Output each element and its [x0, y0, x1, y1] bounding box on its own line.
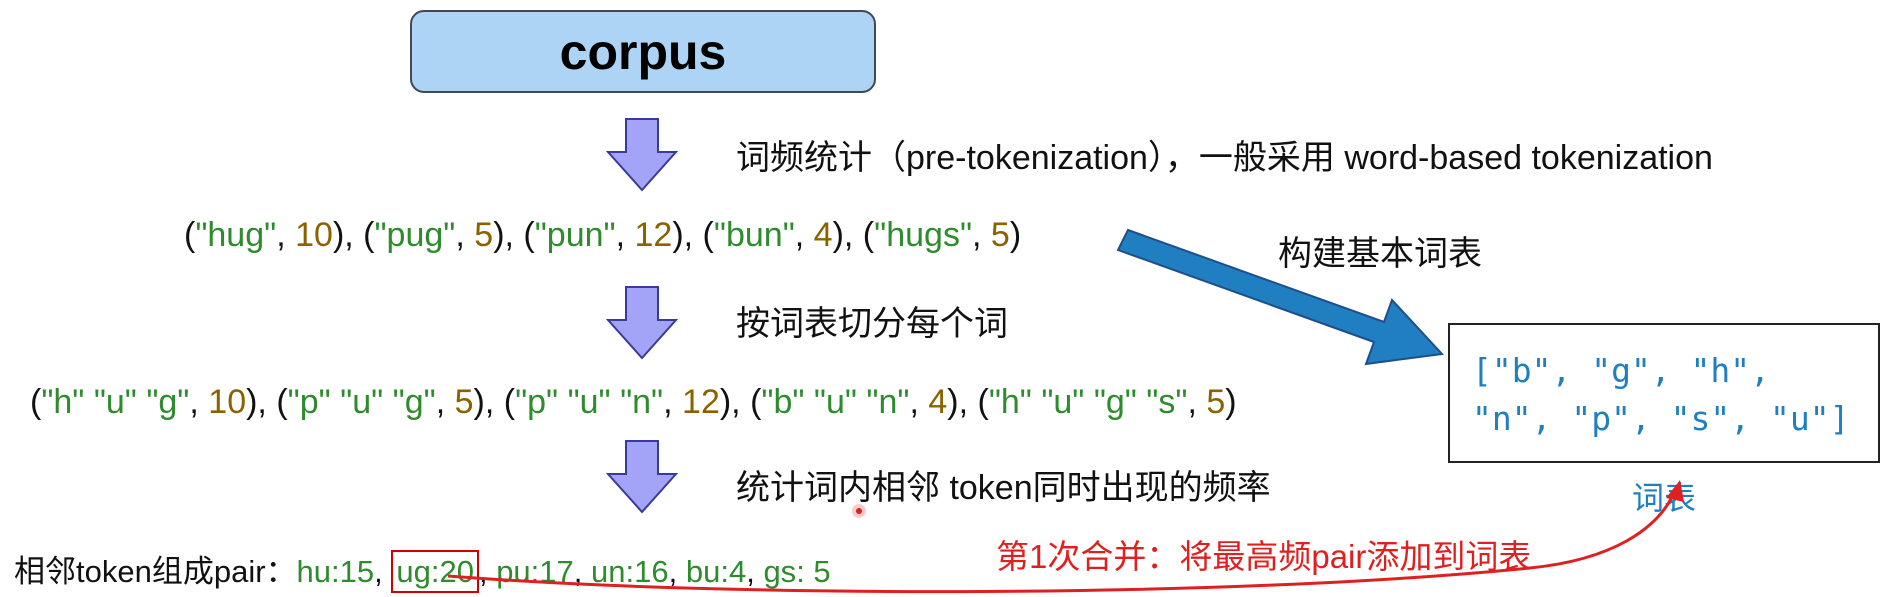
count-4: 4 [813, 216, 833, 254]
pair-ug-highlight: ug:20 [391, 550, 479, 593]
tokens-count-4: 4 [928, 383, 948, 421]
cursor-indicator [852, 504, 866, 518]
pairs-label: 相邻token组成pair： [14, 554, 297, 589]
vocab-box: ["b", "g", "h", "n", "p", "s", "u"] [1448, 323, 1880, 463]
word-4: "bun" [713, 216, 795, 254]
down-arrow-3-icon [606, 440, 678, 514]
word-5: "hugs" [874, 216, 973, 254]
split-word-list: ("h" "u" "g", 10), ("p" "u" "g", 5), ("p… [30, 383, 1237, 421]
vocab-line-1: ["b", "g", "h", [1472, 351, 1771, 390]
word-3: "pun" [534, 216, 616, 254]
word-freq-list: ("hug", 10), ("pug", 5), ("pun", 12), ("… [184, 216, 1022, 254]
tokens-count-1: 10 [208, 383, 247, 421]
pair-bu: bu:4 [685, 554, 747, 589]
pair-hu: hu:15 [296, 554, 375, 589]
merge-arrow-icon [447, 480, 1684, 594]
count-5: 5 [990, 216, 1010, 254]
tokens-count-2: 5 [454, 383, 474, 421]
pair-pu: pu:17 [496, 554, 574, 589]
count-2: 5 [474, 216, 494, 254]
tokens-1: "h" "u" "g" [41, 383, 190, 421]
down-arrow-1-icon [606, 118, 678, 192]
pairs-line: 相邻token组成pair：hu:15, ug:20, pu:17, un:16… [14, 546, 831, 593]
count-pairs-note: 统计词内相邻 token同时出现的频率 [736, 469, 1271, 507]
tokens-5: "h" "u" "g" "s" [988, 383, 1188, 421]
word-1: "hug" [195, 216, 277, 254]
pair-un: un:16 [591, 554, 669, 589]
down-arrow-2-icon [606, 286, 678, 360]
tokens-2: "p" "u" "g" [287, 383, 436, 421]
split-note: 按词表切分每个词 [736, 305, 1008, 343]
tokens-3: "p" "u" "n" [515, 383, 664, 421]
count-3: 12 [634, 216, 673, 254]
vocab-line-2: "n", "p", "s", "u"] [1472, 399, 1850, 438]
build-vocab-label: 构建基本词表 [1278, 235, 1482, 273]
tokens-count-3: 12 [682, 383, 720, 421]
merge-note: 第1次合并：将最高频pair添加到词表 [996, 538, 1532, 575]
build-vocab-arrow-icon [1116, 228, 1445, 366]
tokens-4: "b" "u" "n" [761, 383, 910, 421]
pretokenize-note: 词频统计（pre-tokenization），一般采用 word-based t… [736, 139, 1713, 177]
corpus-label: corpus [559, 23, 727, 80]
word-2: "pug" [374, 216, 456, 254]
tokens-count-5: 5 [1206, 383, 1226, 421]
corpus-box: corpus [410, 10, 876, 93]
pair-gs: gs: 5 [763, 554, 831, 589]
count-1: 10 [295, 216, 333, 254]
